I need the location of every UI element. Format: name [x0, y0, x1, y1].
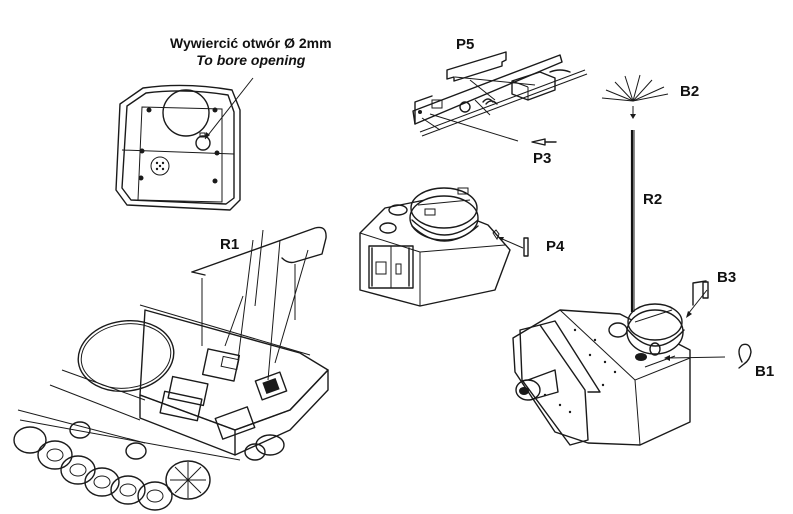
- label-b3: B3: [717, 269, 737, 286]
- label-p4: P4: [546, 238, 565, 255]
- rail-drawing: [412, 51, 588, 146]
- label-b1: B1: [755, 363, 775, 380]
- drill-note-polish: Wywiercić otwór Ø 2mm: [170, 35, 332, 51]
- label-b2: B2: [680, 83, 700, 100]
- label-r1: R1: [220, 236, 240, 253]
- label-p5: P5: [456, 36, 475, 53]
- turret-front-drawing: [512, 280, 752, 446]
- rear-plate-drawing: [115, 77, 254, 211]
- turret-side-drawing: [359, 187, 529, 307]
- label-r2: R2: [643, 191, 663, 208]
- antenna-drawing: [601, 74, 669, 312]
- drill-note-english: To bore opening: [196, 52, 306, 68]
- label-p3: P3: [533, 150, 552, 167]
- hull-drawing: [13, 226, 329, 511]
- drill-note: Wywiercić otwór Ø 2mm To bore opening: [170, 35, 332, 69]
